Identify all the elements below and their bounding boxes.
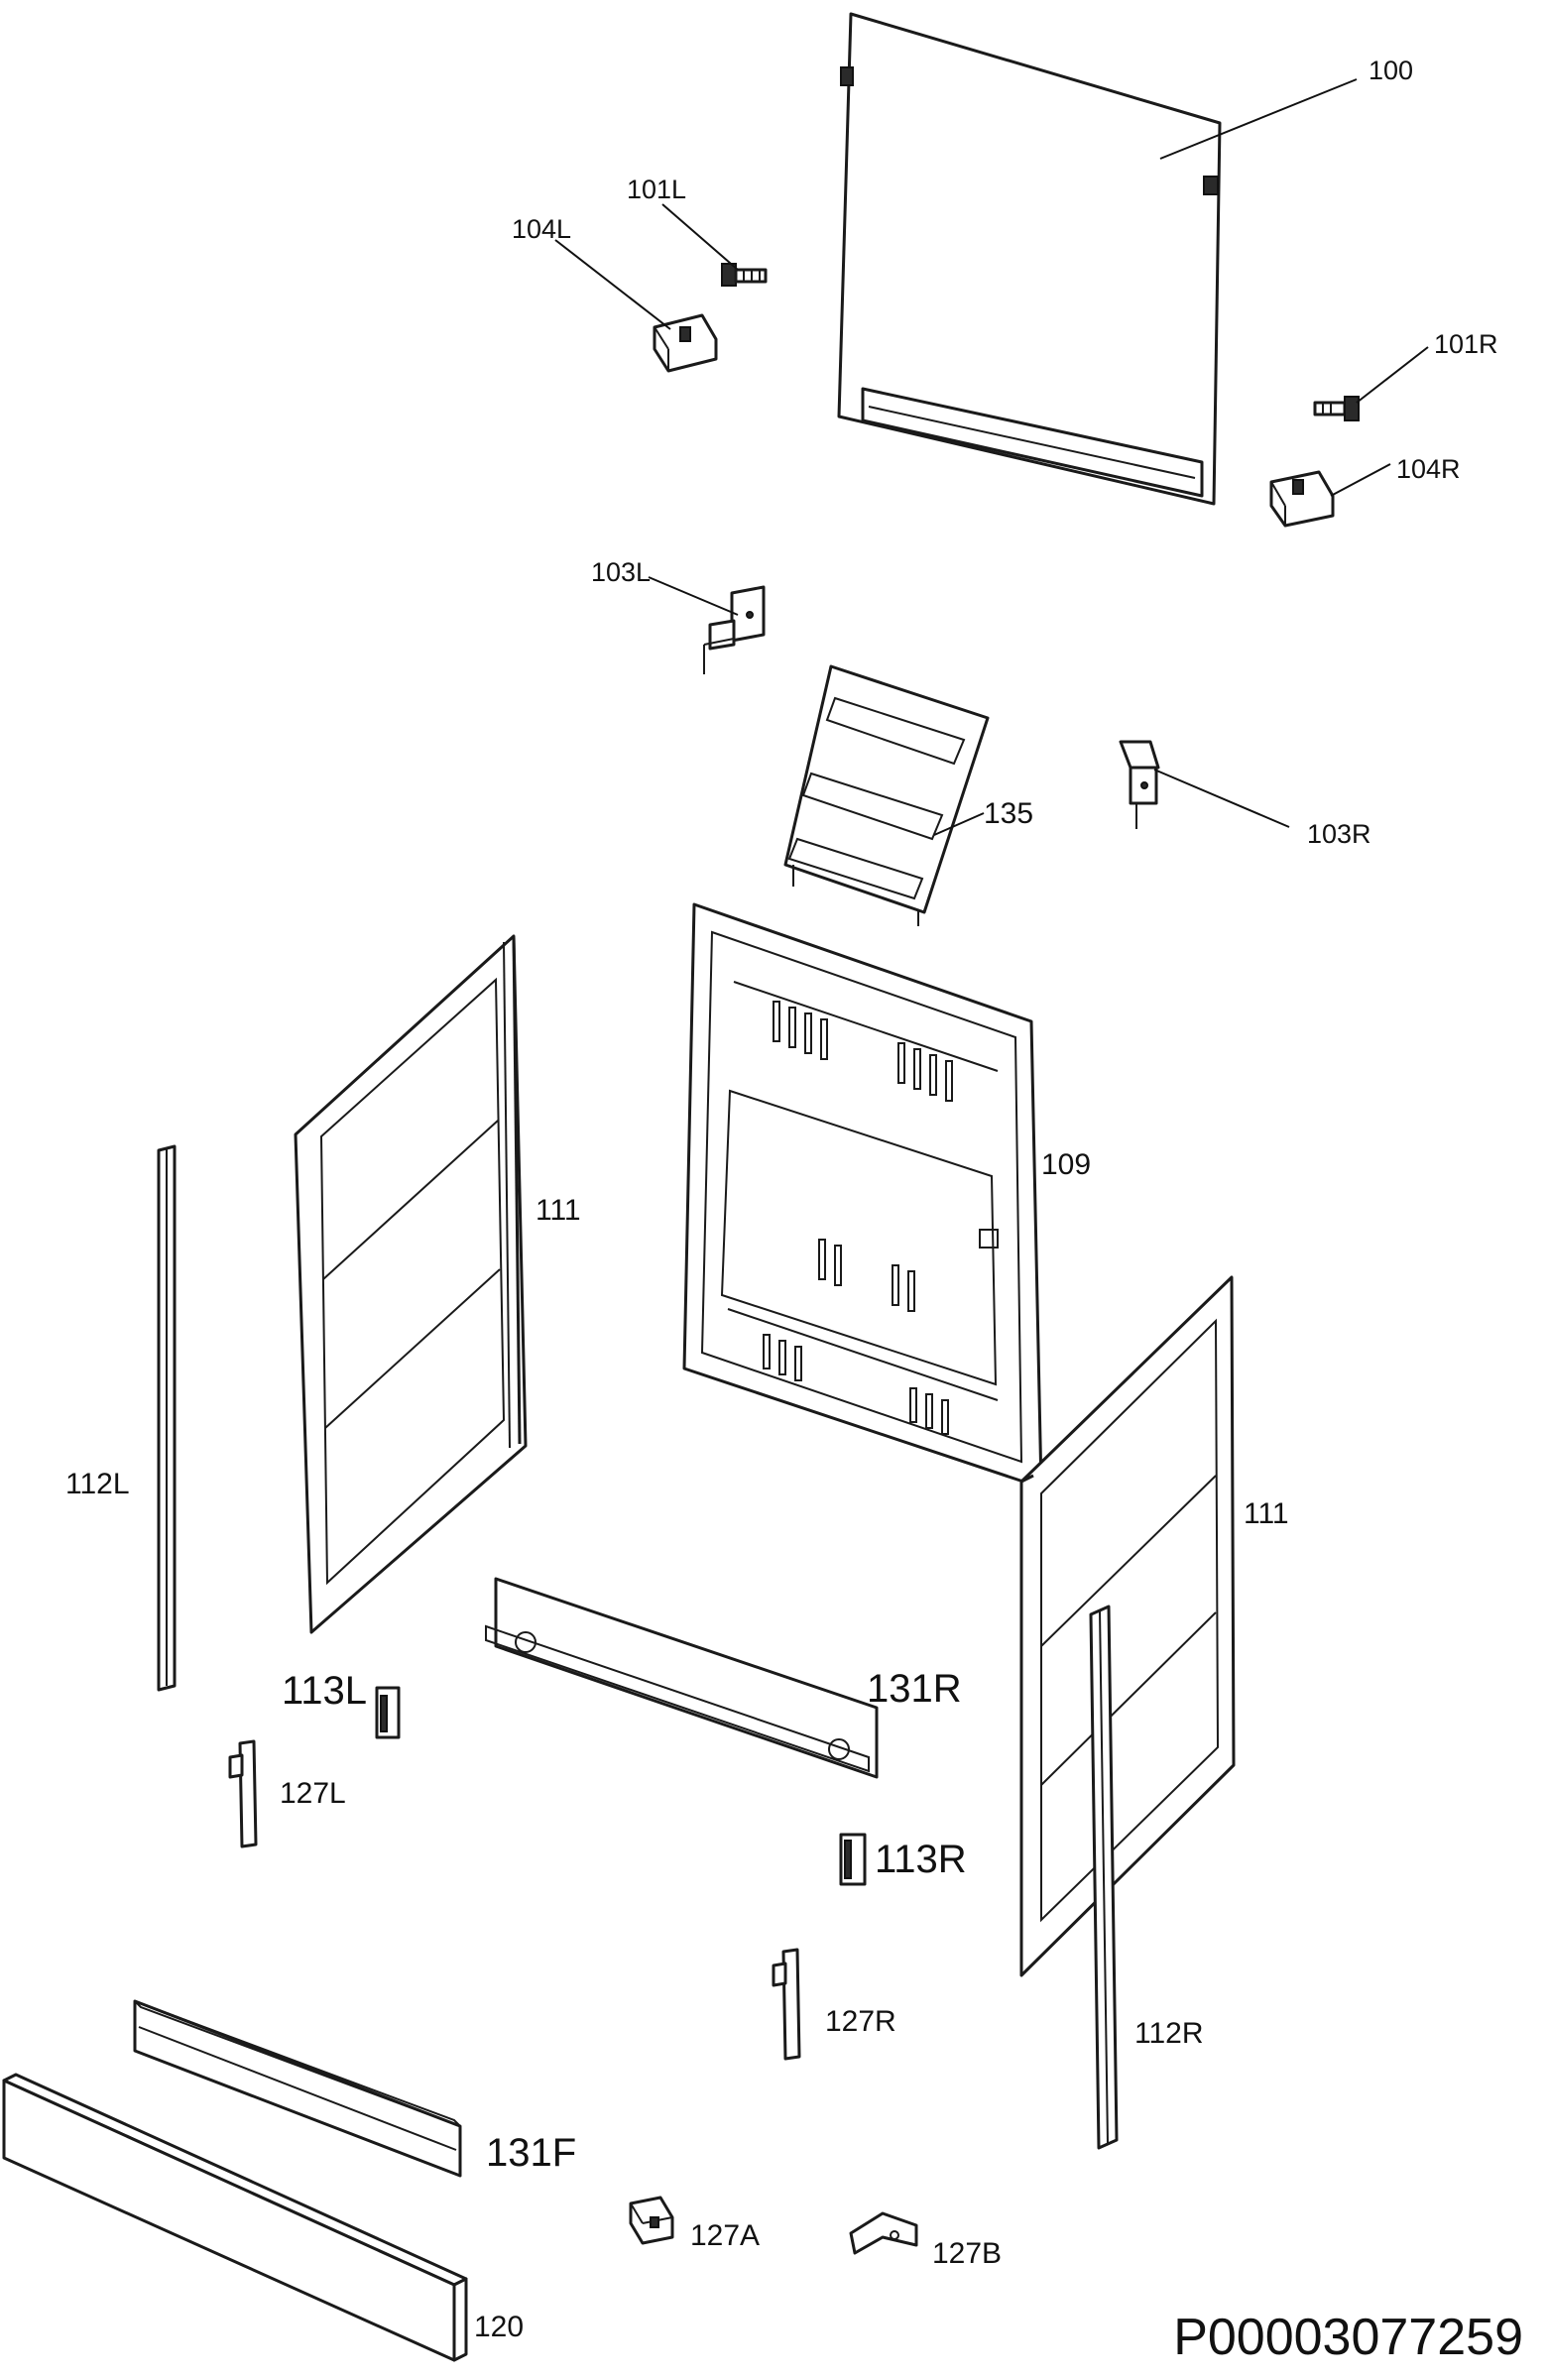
- label-111-right: 111: [1244, 1497, 1289, 1530]
- label-104R: 104R: [1396, 454, 1461, 484]
- part-131F-rail: [133, 1999, 462, 2178]
- label-112R: 112R: [1134, 2017, 1204, 2050]
- label-131F: 131F: [486, 2131, 576, 2175]
- label-127A: 127A: [690, 2219, 760, 2252]
- part-104R-bracket: [1269, 470, 1335, 528]
- label-127R: 127R: [825, 2005, 896, 2038]
- vent-slots: [763, 1001, 953, 1435]
- part-113L-clip: [375, 1686, 401, 1739]
- label-109: 109: [1041, 1148, 1091, 1181]
- label-103L: 103L: [591, 557, 651, 587]
- label-104L: 104L: [512, 214, 571, 244]
- label-113L: 113L: [282, 1669, 367, 1713]
- label-100: 100: [1369, 56, 1413, 85]
- part-112L-strip: [157, 1144, 177, 1692]
- part-101R-screw: [1313, 396, 1360, 421]
- part-labels: 100 101L 104L 101R 104R 103L 135 103R 10…: [65, 56, 1498, 2343]
- label-131R: 131R: [867, 1667, 962, 1711]
- label-101L: 101L: [627, 175, 686, 204]
- label-127L: 127L: [280, 1777, 346, 1810]
- part-103R-bracket: [1119, 740, 1160, 829]
- label-127B: 127B: [932, 2237, 1002, 2270]
- part-100-top-panel: [837, 12, 1222, 506]
- label-101R: 101R: [1434, 329, 1498, 359]
- label-112L: 112L: [65, 1468, 130, 1500]
- label-111-left: 111: [536, 1194, 581, 1227]
- part-127R-bracket: [772, 1948, 801, 2061]
- part-127A-cube: [629, 2196, 674, 2245]
- part-112R-strip: [1089, 1605, 1119, 2150]
- leader-lines: [554, 78, 1429, 836]
- part-109-back-panel: [682, 902, 1043, 1489]
- label-135: 135: [984, 797, 1033, 830]
- part-127L-bracket: [228, 1739, 258, 1848]
- label-103R: 103R: [1307, 819, 1371, 849]
- part-131R-rail: [485, 1577, 879, 1779]
- document-id: P00003077259: [1173, 2309, 1523, 2366]
- part-135-grille: [783, 664, 990, 926]
- part-111-left-side-frame: [294, 934, 528, 1634]
- label-120: 120: [474, 2311, 524, 2343]
- part-101L-screw: [721, 263, 768, 287]
- part-127B-bracket: [849, 2211, 918, 2255]
- part-111-right-side-frame: [1019, 1275, 1236, 1977]
- part-113R-clip: [839, 1833, 867, 1886]
- part-103L-bracket: [703, 585, 766, 674]
- part-120-front-panel: [2, 2073, 468, 2362]
- label-113R: 113R: [875, 1838, 967, 1881]
